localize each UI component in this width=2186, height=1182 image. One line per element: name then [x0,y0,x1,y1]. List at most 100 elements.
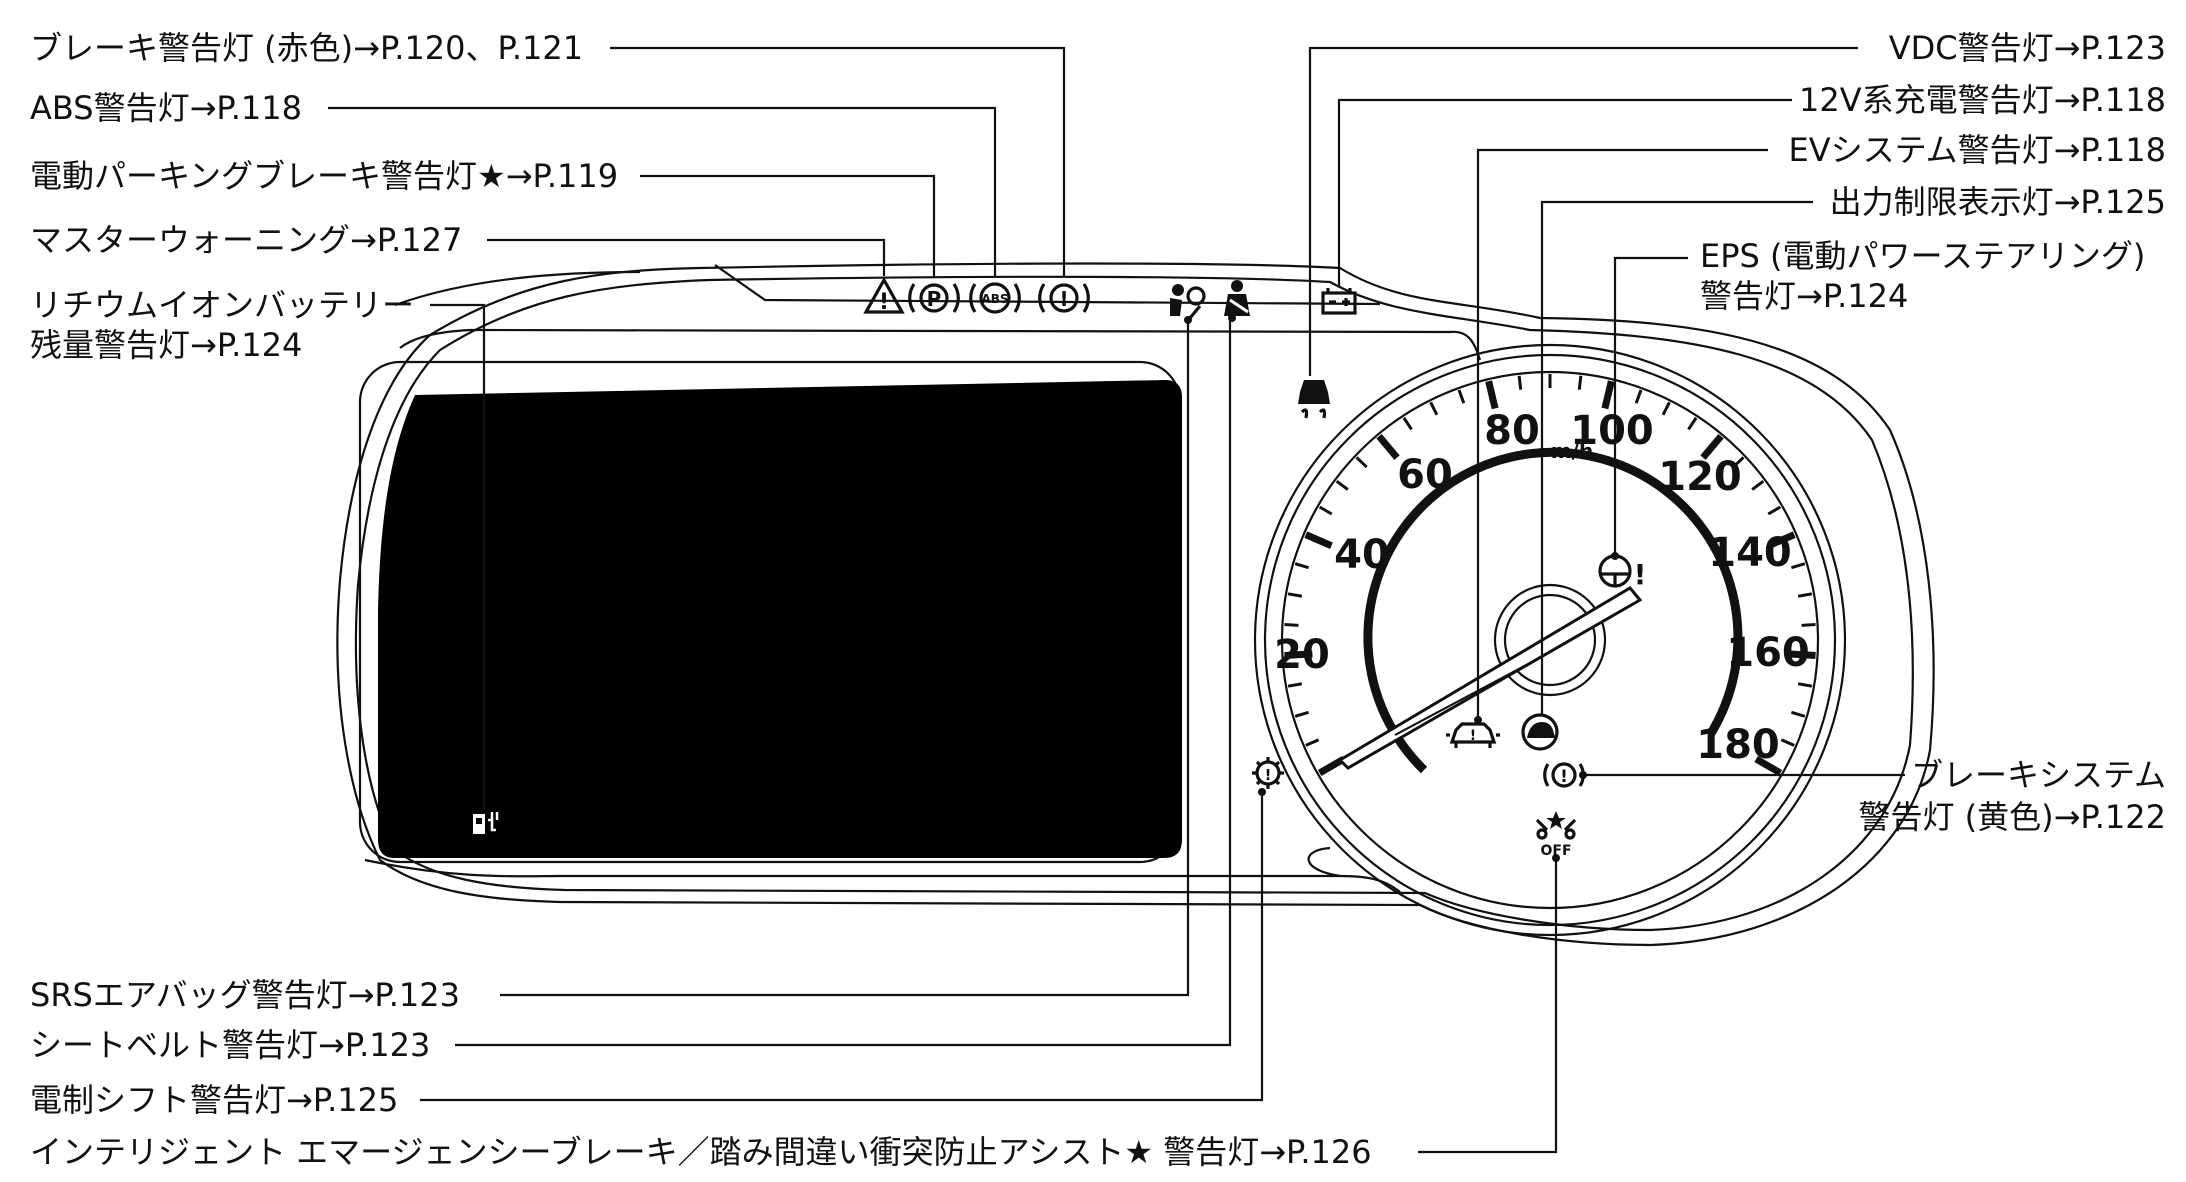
svg-text:!: ! [1059,287,1068,311]
cluster-outline [336,262,1935,947]
display-screen [378,380,1182,858]
speed-tick [1797,682,1813,688]
label-ieb: インテリジェント エマージェンシーブレーキ／踏み間違い衝突防止アシスト★ 警告灯… [30,1133,1372,1171]
leader-lines [328,46,1905,1154]
label-12v: 12V系充電警告灯→P.118 [1799,81,2166,119]
airbag-icon [1170,284,1206,320]
label-brake-red: ブレーキ警告灯 (赤色)→P.120、P.121 [30,29,584,67]
shift-warning-icon: ! [1252,757,1284,789]
speed-tick [1287,682,1303,688]
speed-tick [1284,650,1313,659]
label-eps-line2: 警告灯→P.124 [1700,277,1909,315]
leader-epb [640,174,936,278]
label-vdc: VDC警告灯→P.123 [1888,29,2166,67]
label-li-battery-line1: リチウムイオンバッテリー [30,286,415,324]
battery-icon [1321,288,1357,315]
speed-tick [1687,416,1698,431]
speed-tick [1294,710,1310,718]
svg-text:!: ! [879,290,889,315]
speed-tick [1797,592,1813,598]
speed-tick [1485,380,1499,410]
ieb-off-icon: OFF [1535,811,1577,859]
leader-brake-red [610,46,1066,276]
speed-tick [1305,738,1320,747]
svg-text:!: ! [1634,558,1647,591]
label-seatbelt: シートベルト警告灯→P.123 [30,1026,431,1064]
label-eps-line1: EPS (電動パワーステアリング) [1700,237,2146,275]
leader-ieb [1418,858,1558,1154]
speed-tick [1577,375,1583,390]
leader-li-battery [430,303,486,810]
speed-tick [1304,531,1333,549]
speed-tick [1754,755,1783,777]
speed-tick [1790,562,1806,570]
speed-tick [1767,531,1796,549]
label-srs: SRSエアバッグ警告灯→P.123 [30,976,460,1014]
speed-180: 180 [1696,722,1780,768]
speed-120: 120 [1658,454,1742,500]
leader-seatbelt [455,318,1232,1047]
label-abs: ABS警告灯→P.118 [30,89,302,127]
abs-icon: ABS [969,282,1021,314]
svg-text:ABS: ABS [981,292,1008,306]
speed-tick [1294,562,1310,570]
speed-tick [1335,479,1349,491]
speed-tick [1801,623,1816,627]
label-brake-system-line1: ブレーキシステム [1910,756,2166,794]
speed-tick [1787,650,1816,659]
eps-icon: ! [1598,554,1647,591]
leader-eps [1613,256,1688,556]
parking-brake-icon: P [908,283,960,313]
speed-tick [1284,623,1299,627]
leader-srs [500,320,1190,997]
speedometer: 20 40 60 80 100 120 140 160 180 m/h [1253,343,1847,937]
speed-tick [1287,592,1303,598]
speed-tick [1355,456,1368,469]
speed-unit: m/h [1551,439,1593,463]
brake-system-icon: ! [1543,762,1585,788]
label-brake-system-line2: 警告灯 (黄色)→P.122 [1858,798,2166,836]
svg-text:!: ! [1265,766,1272,784]
label-master: マスターウォーニング→P.127 [30,221,463,259]
speed-tick [1601,380,1615,410]
speed-tick [1429,401,1439,416]
label-shift: 電制シフト警告灯→P.125 [30,1081,399,1119]
leader-power-limit [1540,200,1813,714]
speed-tick [1376,433,1400,460]
speed-60: 60 [1397,452,1453,498]
speed-tick [1634,389,1643,404]
speed-tick [1732,456,1745,469]
leader-abs [328,106,997,278]
speed-tick [1661,401,1671,416]
speed-160: 160 [1726,630,1810,676]
speed-20: 20 [1274,632,1330,678]
speed-tick [1780,738,1795,747]
label-ev-system: EVシステム警告灯→P.118 [1788,131,2166,169]
ev-system-icon: ! [1446,722,1500,748]
speed-tick [1402,416,1413,431]
speed-tick [1318,505,1333,516]
leader-ev [1476,148,1768,720]
seatbelt-icon [1224,280,1250,316]
speed-tick [1517,375,1523,390]
li-battery-icon [473,812,499,834]
brake-warning-icon: ! [1038,283,1090,313]
warning-icons: ! P ABS ! [473,276,1647,859]
speed-100: 100 [1570,408,1654,454]
speed-tick [1751,479,1765,491]
svg-text:P: P [927,287,942,311]
leader-12v [1337,98,1792,286]
speed-tick [1790,710,1806,718]
label-li-battery-line2: 残量警告灯→P.124 [30,326,303,364]
label-epb: 電動パーキングブレーキ警告灯★→P.119 [30,157,619,195]
turtle-icon [1521,713,1559,751]
speed-80: 80 [1484,408,1540,454]
leader-vdc [1308,46,1858,376]
svg-text:OFF: OFF [1540,843,1571,859]
speed-tick [1767,505,1782,516]
svg-text:!: ! [1560,767,1568,787]
speed-tick [1457,389,1466,404]
label-power-limit: 出力制限表示灯→P.125 [1829,183,2166,221]
svg-text:!: ! [1470,728,1476,744]
